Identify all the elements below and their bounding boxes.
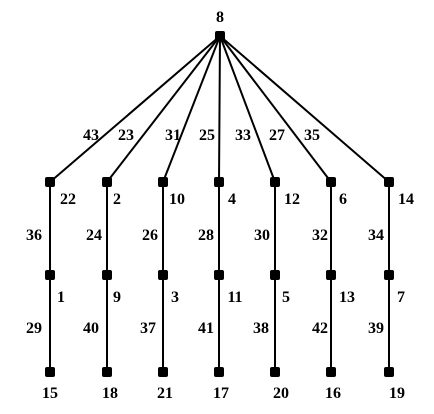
vertex-label-5: 5: [282, 289, 290, 306]
vertex-label-14: 14: [398, 191, 414, 208]
vertex-5: [270, 270, 280, 280]
vertex-label-18: 18: [102, 385, 118, 402]
edge-label-1-15: 29: [26, 320, 42, 337]
vertex-14: [384, 177, 394, 187]
vertex-label-2: 2: [113, 191, 121, 208]
edge-label-13-16: 42: [312, 320, 328, 337]
edge-label-2-9: 24: [86, 227, 102, 244]
vertex-8: [215, 31, 225, 41]
edges-layer: [49, 35, 390, 372]
vertex-16: [326, 367, 336, 377]
edge-8-12: [219, 35, 276, 183]
vertex-9: [102, 270, 112, 280]
edge-label-7-19: 39: [368, 320, 384, 337]
nodes-layer: [45, 31, 394, 377]
edge-label-11-17: 41: [198, 320, 214, 337]
edge-label-8-10: 31: [165, 127, 181, 144]
vertex-label-6: 6: [339, 191, 347, 208]
vertex-label-8: 8: [216, 9, 224, 26]
vertex-15: [45, 367, 55, 377]
vertex-label-12: 12: [284, 191, 300, 208]
edge-label-8-6: 27: [269, 127, 285, 144]
edge-label-8-14: 35: [304, 127, 320, 144]
edge-label-8-12: 33: [235, 127, 251, 144]
edge-label-8-2: 23: [118, 127, 134, 144]
edge-label-4-11: 28: [198, 227, 214, 244]
edge-label-8-22: 43: [83, 127, 99, 144]
vertex-label-22: 22: [60, 191, 76, 208]
vertex-3: [158, 270, 168, 280]
vertex-label-10: 10: [169, 191, 185, 208]
vertex-label-20: 20: [273, 385, 289, 402]
vertex-11: [214, 270, 224, 280]
vertex-20: [270, 367, 280, 377]
vertex-19: [384, 367, 394, 377]
edge-label-14-7: 34: [368, 227, 384, 244]
vertex-1: [45, 270, 55, 280]
edge-8-6: [219, 35, 332, 183]
vertex-4: [214, 177, 224, 187]
vertex-6: [326, 177, 336, 187]
edge-label-12-5: 30: [254, 227, 270, 244]
vertex-label-4: 4: [228, 191, 236, 208]
vertex-18: [102, 367, 112, 377]
vertex-22: [45, 177, 55, 187]
vertex-label-9: 9: [113, 289, 121, 306]
edge-label-10-3: 26: [142, 227, 158, 244]
vertex-label-13: 13: [339, 289, 355, 306]
vertex-label-16: 16: [325, 385, 341, 402]
edge-label-22-1: 36: [26, 227, 42, 244]
edge-8-10: [162, 35, 221, 183]
vertex-label-7: 7: [397, 289, 405, 306]
vertex-label-3: 3: [171, 289, 179, 306]
edge-label-6-13: 32: [312, 227, 328, 244]
vertex-17: [214, 367, 224, 377]
vertex-2: [102, 177, 112, 187]
vertex-10: [158, 177, 168, 187]
vertex-12: [270, 177, 280, 187]
vertex-13: [326, 270, 336, 280]
vertex-label-1: 1: [57, 289, 65, 306]
edge-label-5-20: 38: [253, 320, 269, 337]
vertex-label-11: 11: [227, 289, 242, 306]
edge-8-4: [218, 35, 221, 183]
vertex-7: [384, 270, 394, 280]
edge-label-9-18: 40: [83, 320, 99, 337]
edge-label-8-4: 25: [199, 127, 215, 144]
vertex-label-15: 15: [42, 385, 58, 402]
edge-8-22: [49, 35, 221, 183]
vertex-label-17: 17: [213, 385, 229, 402]
vertex-21: [158, 367, 168, 377]
vertex-label-19: 19: [389, 385, 405, 402]
edge-8-2: [106, 35, 221, 183]
vertex-label-21: 21: [157, 385, 173, 402]
edge-label-3-21: 37: [140, 320, 156, 337]
edge-8-14: [219, 35, 390, 183]
